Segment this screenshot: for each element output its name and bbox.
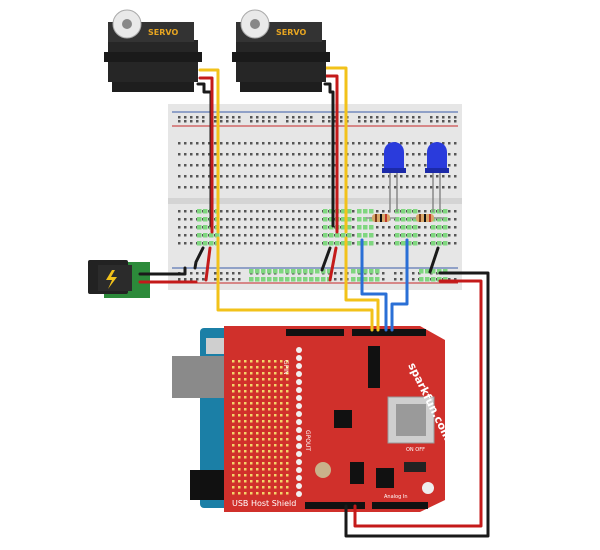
wire-bb-vcc2	[328, 246, 338, 282]
gpout-label: GPOUT	[304, 430, 311, 451]
wire-signal2-to-shield	[344, 236, 380, 332]
wire-gnd-to-arduino	[344, 271, 490, 538]
wires	[138, 66, 490, 538]
servo-1-label: SERVO	[148, 28, 178, 37]
header-bottom-left	[305, 502, 365, 509]
gpio-pads	[296, 347, 302, 497]
header-bottom-right	[372, 502, 428, 509]
reset-led	[422, 482, 434, 494]
reset-button	[206, 338, 224, 354]
wire-servo2-signal	[324, 66, 348, 234]
wire-jack-gnd	[138, 266, 187, 276]
wire-led1-to-shield	[360, 238, 388, 332]
usb-host-shield: sparkfun.com USB Host Shield GPIN GPOUT …	[224, 326, 454, 512]
wire-servo1-signal	[198, 68, 220, 234]
wire-led2-to-shield	[390, 238, 409, 332]
wire-led-gnd	[428, 246, 440, 274]
gpin-label: GPIN	[282, 360, 289, 375]
wire-servo1-vcc	[198, 76, 214, 234]
power-switch	[404, 462, 426, 472]
lightning-icon	[106, 270, 117, 289]
wire-vcc-to-arduino	[353, 279, 483, 528]
wire-servo2-gnd	[323, 82, 335, 228]
shield-name: USB Host Shield	[232, 499, 296, 508]
chip-max3421	[334, 410, 352, 428]
servo-1: SERVO	[104, 9, 202, 92]
servo-2: SERVO	[232, 9, 330, 92]
resistor-2	[410, 214, 444, 222]
header-top-left	[286, 329, 344, 336]
analog-label: Analog In	[384, 494, 408, 500]
usb-port	[172, 356, 232, 398]
chip-regulator	[376, 468, 394, 488]
wire-bb-gnd2	[320, 246, 332, 272]
led-1	[382, 142, 406, 212]
power-jack	[88, 260, 150, 298]
wire-servo2-vcc	[324, 74, 339, 234]
wire-signal1-to-shield	[216, 236, 374, 332]
resistor-1	[366, 214, 396, 222]
led-2	[425, 142, 449, 212]
onoff-label: ON OFF	[406, 447, 425, 453]
crystal	[315, 462, 331, 478]
wire-bb-gnd1	[193, 246, 205, 270]
servo-2-label: SERVO	[276, 28, 306, 37]
proto-grid	[232, 360, 289, 495]
chip-tall	[368, 346, 380, 388]
wire-bb-vcc1	[204, 246, 212, 282]
header-top-right	[352, 329, 426, 336]
breadboard-holes	[178, 116, 457, 282]
chip-small	[350, 462, 364, 484]
